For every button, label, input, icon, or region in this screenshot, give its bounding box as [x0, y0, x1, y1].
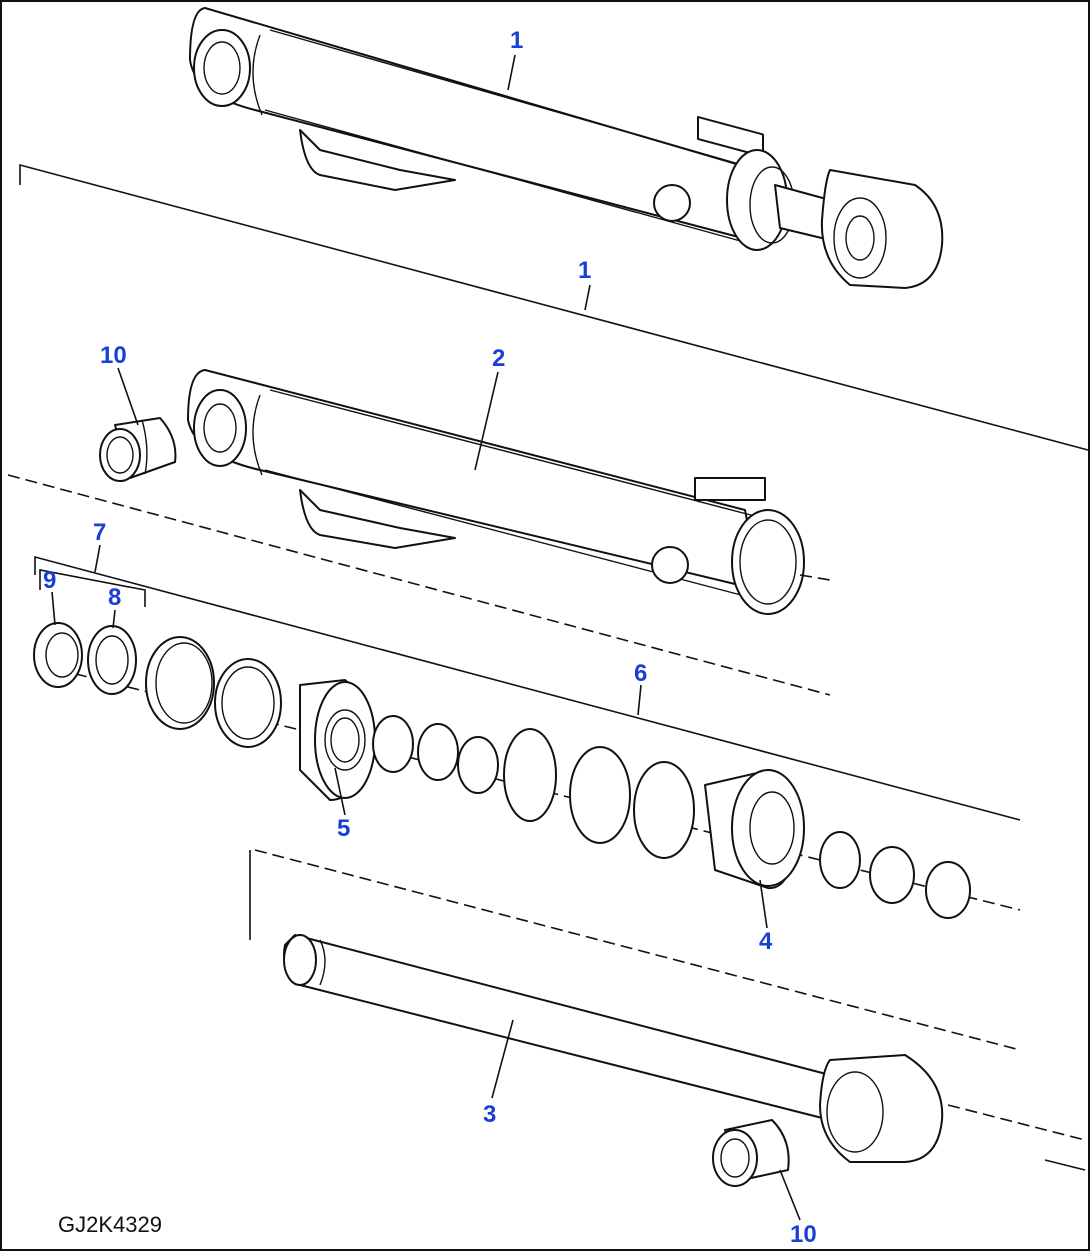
callout-lock-ring: 9: [43, 567, 56, 594]
o-rings: [372, 715, 695, 859]
bushing-bottom: [712, 1119, 790, 1187]
callout-bushing-bottom: 10: [790, 1221, 817, 1248]
callout-seal-kit: 7: [93, 519, 106, 546]
piston-rod: [283, 934, 944, 1163]
callout-assembly-bracket: 1: [578, 257, 591, 284]
seal-ring: [214, 658, 282, 748]
piston-5: [299, 679, 376, 801]
leader-lines: [51, 54, 801, 1221]
wear-ring: [145, 636, 215, 730]
cylinder-tube: [187, 369, 805, 615]
callout-rod: 3: [483, 1101, 496, 1128]
callout-bushing-top: 10: [100, 342, 127, 369]
callout-seal-set: 6: [634, 660, 647, 687]
head-4: [704, 769, 805, 890]
callout-head: 4: [759, 928, 773, 955]
drawing-code: GJ2K4329: [58, 1212, 162, 1237]
callout-lock-washer: 8: [108, 584, 121, 611]
bushing-top: [99, 417, 177, 482]
lock-ring-9: [33, 622, 83, 688]
cylinder-assembly: [189, 7, 944, 289]
head-seals: [819, 831, 971, 919]
callout-tube: 2: [492, 345, 505, 372]
callout-piston: 5: [337, 815, 350, 842]
lock-washer-8: [87, 625, 137, 695]
callout-assembly: 1: [510, 27, 523, 54]
